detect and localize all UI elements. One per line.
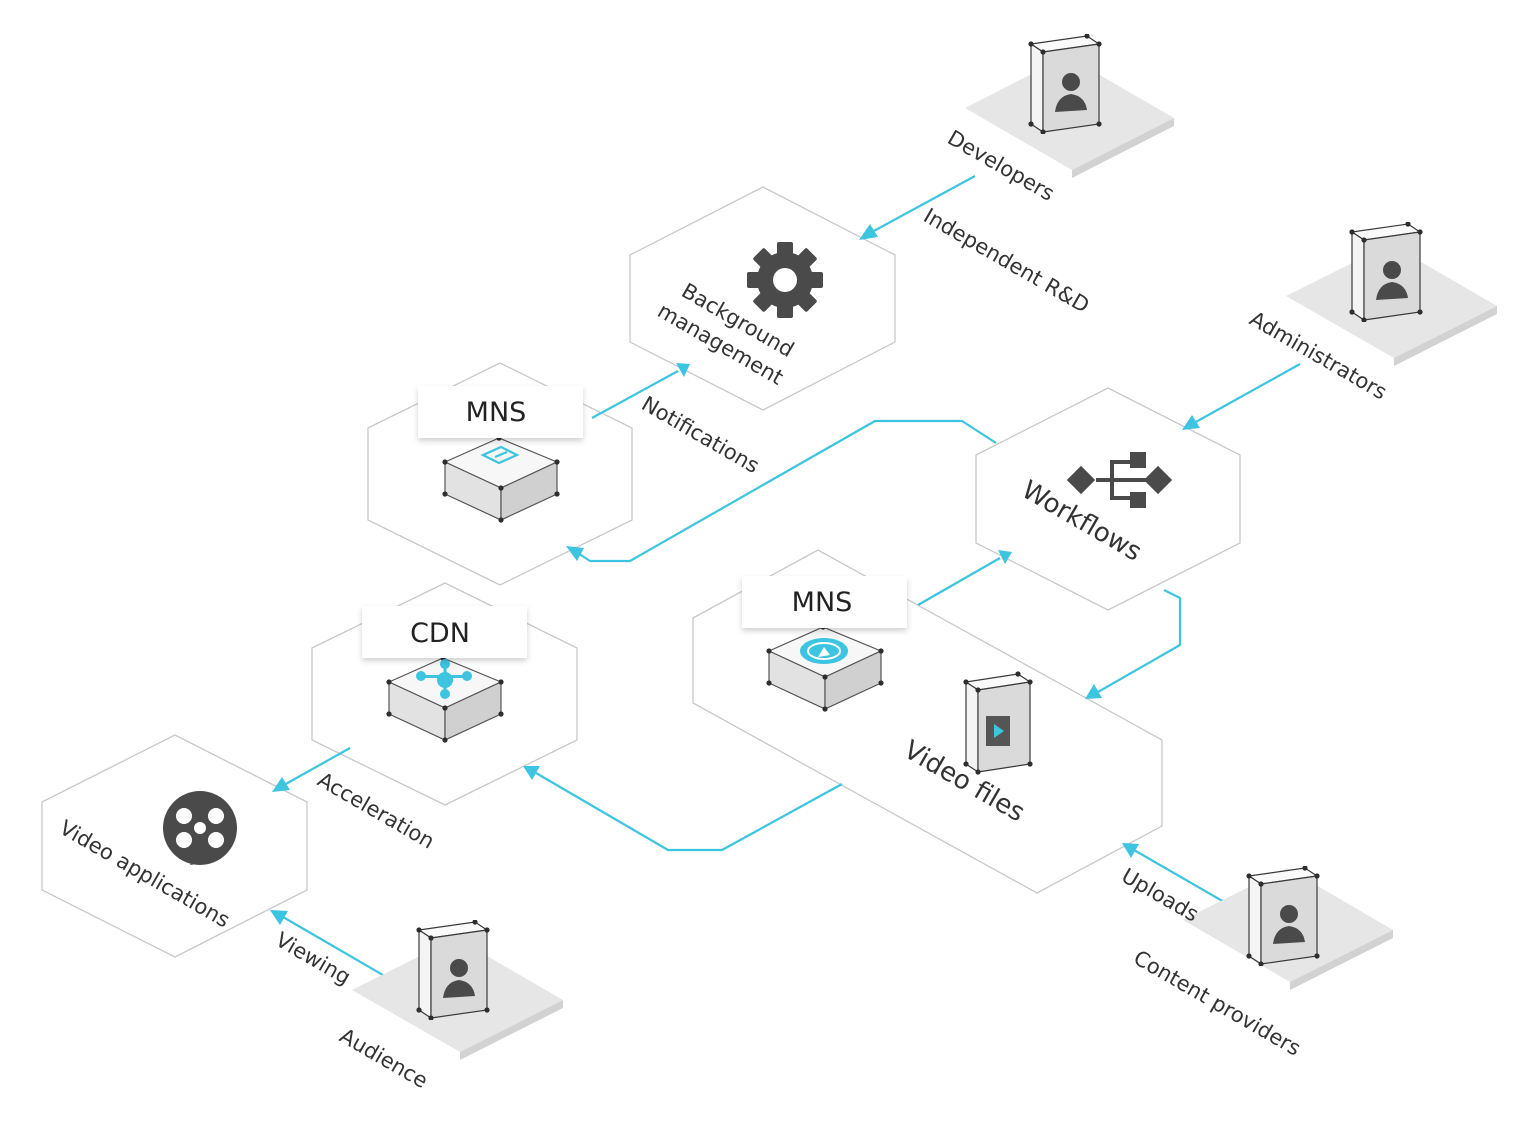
refresh-circle-icon — [800, 638, 848, 664]
audience-label: Audience — [336, 1024, 432, 1094]
workflows-to-videofiles-arrowhead — [1085, 684, 1102, 699]
viewing-arrowhead — [270, 910, 288, 925]
developers-floor-edge — [1072, 118, 1174, 178]
workflow-icon — [1066, 452, 1173, 508]
administrators-line — [1193, 363, 1301, 424]
person-icon — [1245, 866, 1321, 966]
network-hub-icon — [416, 659, 472, 699]
notifications-label: Notifications — [638, 392, 764, 479]
videofiles-to-cdn-line — [535, 772, 843, 852]
message-icon — [480, 445, 520, 465]
mns-top-badge: MNS — [418, 386, 583, 438]
video-file-icon — [963, 671, 1033, 775]
independent-rd-arrowhead — [859, 224, 878, 240]
content-providers-actor[interactable] — [1183, 865, 1393, 990]
videofiles-to-cdn-arrowhead — [523, 766, 540, 780]
audience-floor-edge — [460, 1000, 563, 1060]
mns-top-label: MNS — [466, 397, 527, 428]
mns-video-badge: MNS — [742, 576, 907, 628]
administrators-arrowhead — [1182, 415, 1200, 430]
viewing-label: Viewing — [272, 928, 355, 990]
content-providers-floor-edge — [1290, 930, 1393, 990]
independent-rd-label: Independent R&D — [920, 204, 1094, 318]
person-icon — [1027, 34, 1103, 134]
uploads-arrowhead — [1122, 843, 1139, 858]
mns-to-workflows-arrowhead — [998, 550, 1012, 564]
independent-rd-line — [871, 175, 976, 233]
mns-video-label: MNS — [792, 587, 853, 618]
administrators-actor[interactable] — [1286, 221, 1497, 366]
gear-icon — [747, 242, 823, 318]
person-icon — [1348, 222, 1424, 322]
workflows-to-videofiles-line — [1097, 589, 1182, 693]
cdn-label: CDN — [410, 618, 470, 649]
developers-actor[interactable] — [965, 33, 1174, 178]
cdn-badge: CDN — [362, 606, 527, 658]
notifications-line — [591, 370, 679, 419]
person-icon — [415, 920, 491, 1020]
uploads-line — [1133, 849, 1239, 911]
film-reel-icon — [163, 791, 237, 865]
uploads-label: Uploads — [1118, 864, 1203, 927]
viewing-line — [282, 916, 389, 979]
administrators-floor-edge — [1394, 306, 1497, 366]
audience-actor[interactable] — [352, 919, 563, 1060]
workflows-hex[interactable] — [975, 387, 1241, 611]
acceleration-arrowhead — [272, 777, 290, 792]
mns-to-workflows-line — [917, 557, 1001, 606]
workflows-to-mns-arrowhead — [566, 546, 584, 561]
notifications-arrowhead — [676, 363, 690, 377]
acceleration-line — [283, 747, 351, 786]
flow-lines — [270, 175, 1301, 979]
workflows-to-mns-line — [577, 419, 997, 563]
